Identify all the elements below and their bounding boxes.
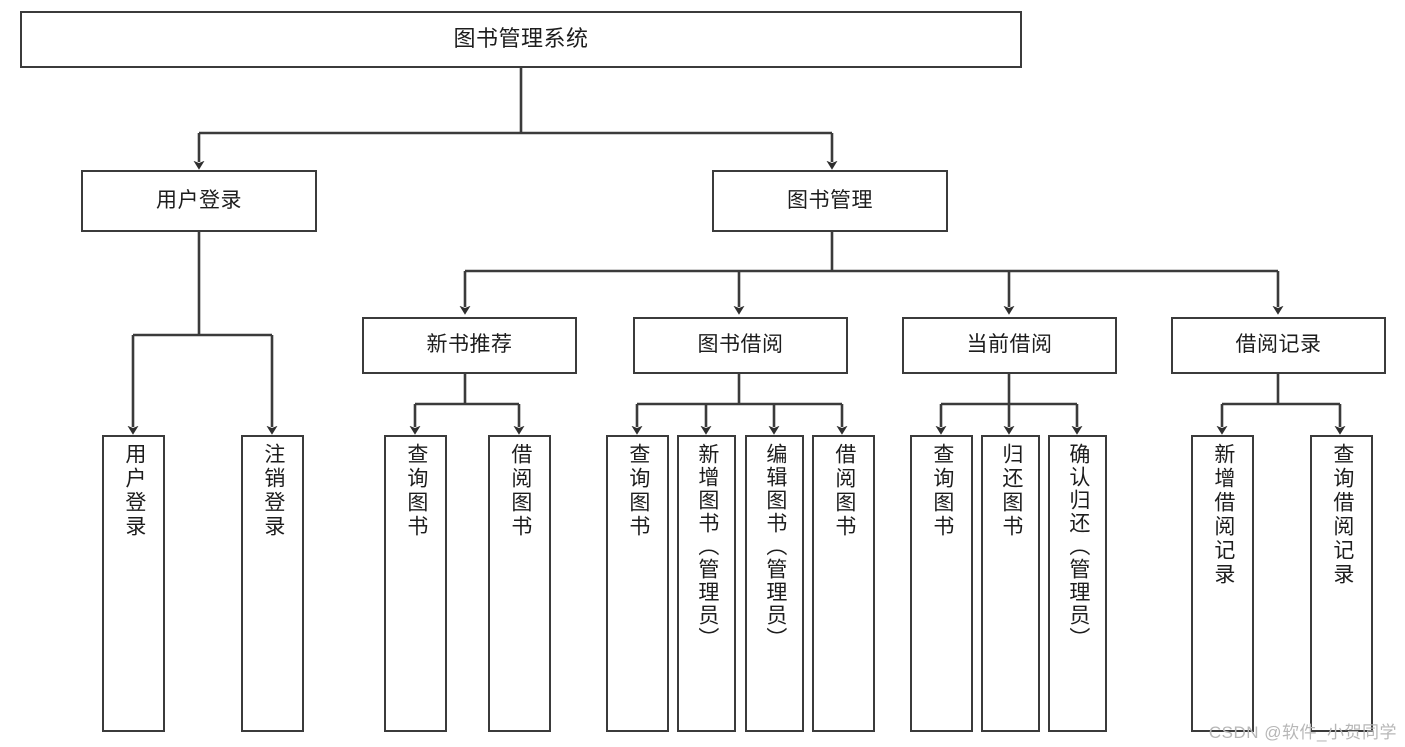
leaf-user-login-login[interactable]: 用户登录 xyxy=(102,435,165,732)
leaf-current-borrow-return-label: 归还图书 xyxy=(999,443,1023,539)
leaf-current-borrow-return[interactable]: 归还图书 xyxy=(981,435,1040,732)
leaf-borrow-record-query-label: 查询借阅记录 xyxy=(1330,443,1354,587)
leaf-current-borrow-confirm[interactable]: 确认归还（管理员） xyxy=(1048,435,1107,732)
node-user-login-label: 用户登录 xyxy=(156,188,242,212)
leaf-book-borrow-add-label: 新增图书（管理员） xyxy=(695,443,719,650)
node-book-manage-label: 图书管理 xyxy=(787,188,873,212)
node-root[interactable]: 图书管理系统 xyxy=(20,11,1022,68)
leaf-current-borrow-query-label: 查询图书 xyxy=(930,443,954,539)
leaf-current-borrow-confirm-label: 确认归还（管理员） xyxy=(1066,443,1090,650)
node-current-borrow-label: 当前借阅 xyxy=(966,333,1053,357)
watermark: CSDN @软件_小贺同学 xyxy=(1208,723,1397,742)
node-root-label: 图书管理系统 xyxy=(453,26,589,52)
node-book-borrow[interactable]: 图书借阅 xyxy=(633,317,848,374)
leaf-borrow-record-add[interactable]: 新增借阅记录 xyxy=(1191,435,1254,732)
leaf-new-book-borrow[interactable]: 借阅图书 xyxy=(488,435,551,732)
leaf-book-borrow-borrow[interactable]: 借阅图书 xyxy=(812,435,875,732)
leaf-current-borrow-query[interactable]: 查询图书 xyxy=(910,435,973,732)
node-borrow-record[interactable]: 借阅记录 xyxy=(1171,317,1386,374)
node-new-book-recommend[interactable]: 新书推荐 xyxy=(362,317,577,374)
node-book-manage[interactable]: 图书管理 xyxy=(712,170,948,232)
node-borrow-record-label: 借阅记录 xyxy=(1235,333,1322,357)
node-user-login[interactable]: 用户登录 xyxy=(81,170,317,232)
leaf-user-login-logout[interactable]: 注销登录 xyxy=(241,435,304,732)
leaf-book-borrow-query[interactable]: 查询图书 xyxy=(606,435,669,732)
leaf-new-book-query-label: 查询图书 xyxy=(404,443,428,539)
leaf-book-borrow-query-label: 查询图书 xyxy=(626,443,650,539)
leaf-user-login-logout-label: 注销登录 xyxy=(261,443,285,539)
node-book-borrow-label: 图书借阅 xyxy=(697,333,784,357)
leaf-new-book-borrow-label: 借阅图书 xyxy=(508,443,532,539)
leaf-borrow-record-query[interactable]: 查询借阅记录 xyxy=(1310,435,1373,732)
leaf-new-book-query[interactable]: 查询图书 xyxy=(384,435,447,732)
leaf-book-borrow-edit[interactable]: 编辑图书（管理员） xyxy=(745,435,804,732)
node-current-borrow[interactable]: 当前借阅 xyxy=(902,317,1117,374)
node-new-book-recommend-label: 新书推荐 xyxy=(426,333,513,357)
leaf-book-borrow-edit-label: 编辑图书（管理员） xyxy=(763,443,787,650)
leaf-user-login-login-label: 用户登录 xyxy=(122,443,146,539)
leaf-borrow-record-add-label: 新增借阅记录 xyxy=(1211,443,1235,587)
leaf-book-borrow-borrow-label: 借阅图书 xyxy=(832,443,856,539)
leaf-book-borrow-add[interactable]: 新增图书（管理员） xyxy=(677,435,736,732)
